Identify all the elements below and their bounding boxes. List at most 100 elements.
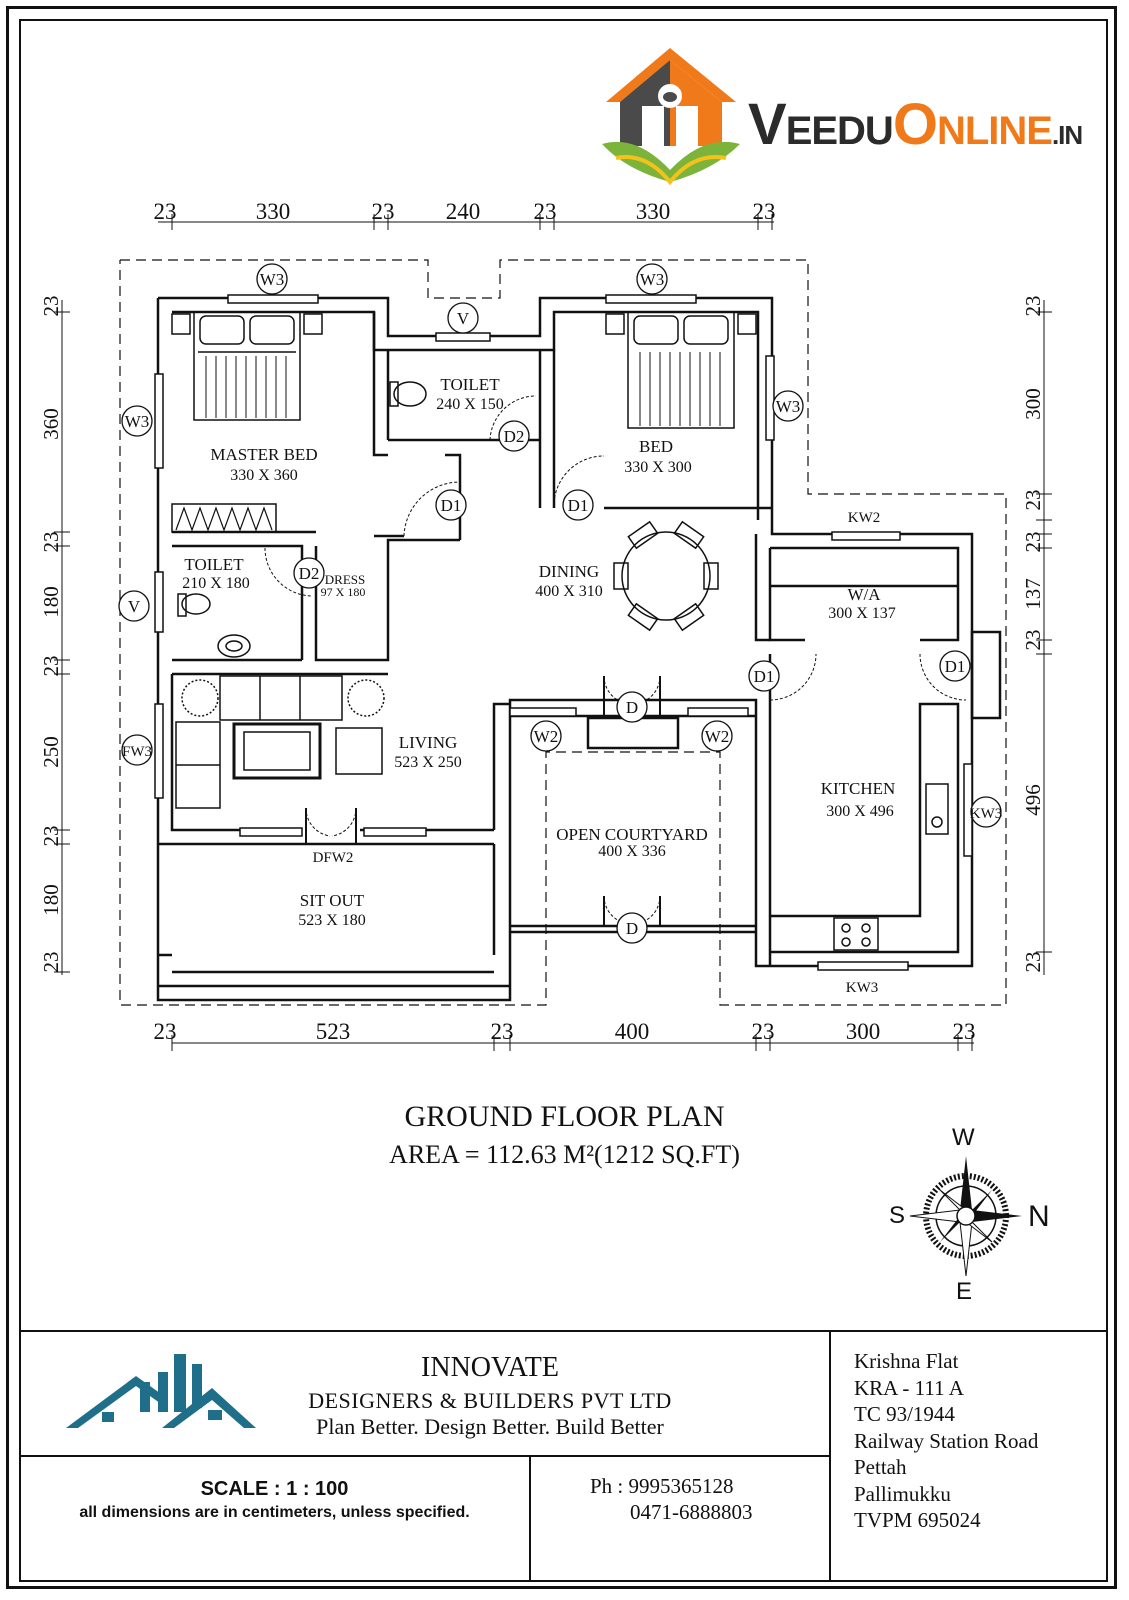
room-name: TOILET [440,375,500,394]
room-name: KITCHEN [821,779,896,798]
compass-east: E [956,1278,973,1305]
opening-tag-d-court-top: D [626,698,638,717]
dimension-top: 330 [256,199,291,224]
dimension-right: 23 [1021,490,1045,511]
veeduonline-house-logo [602,48,740,186]
opening-tag-d1-bed: D1 [568,496,589,515]
room-size: 240 X 150 [436,396,504,413]
address-line: KRA - 111 A [854,1375,964,1400]
dimension-top: 23 [753,199,776,224]
opening-tag-w2-left: W2 [534,727,559,746]
opening-tag-kw3-right: KW3 [970,806,1003,822]
room-size: 523 X 180 [298,912,366,929]
dimension-bottom: 23 [752,1019,775,1044]
address-line: Railway Station Road [854,1428,1039,1453]
room-size: 523 X 250 [394,754,462,771]
dining-table-icon [621,531,711,621]
opening-tag-w3-top-left: W3 [260,270,285,289]
compass-north: N [1028,1200,1050,1233]
toilet-wc-icon [393,381,427,407]
titleblock-mid-border [19,1455,831,1457]
sheet-inner-border [19,19,1108,1582]
room-size: 300 X 137 [828,605,896,622]
dimension-left: 360 [39,408,63,440]
dimension-top: 330 [636,199,671,224]
dimension-bottom: 300 [846,1019,881,1044]
opening-tag-circle [701,720,733,752]
brand-part4: NLINE [936,109,1053,153]
opening-tag-circle [256,263,288,295]
brand-part2: EEDU [785,109,894,153]
dimension-left: 23 [39,826,63,847]
plan-area: AREA = 112.63 M²(1212 SQ.FT) [389,1140,740,1169]
opening-tag-d2-toilet: D2 [504,427,525,446]
titleblock-address-divider [829,1330,831,1582]
opening-tag-circle [748,660,780,692]
dimension-lines [54,214,1052,1051]
toilet-wc-icon-2 [181,593,211,615]
address-line: TVPM 695024 [854,1508,981,1532]
opening-tag-circle [970,796,1002,828]
room-size: 330 X 300 [624,459,692,476]
dimension-bottom: 400 [615,1019,650,1044]
address-line: Krishna Flat [854,1349,959,1373]
room-size: 400 X 336 [598,843,666,860]
opening-tag-circle [435,489,467,521]
dimension-left: 23 [39,532,63,553]
dimension-bottom: 23 [491,1019,514,1044]
address-line: Pallimukku [854,1481,951,1506]
titleblock-top-border [19,1330,1108,1332]
dimension-left: 250 [39,736,63,768]
opening-tag-circle [121,405,153,437]
wardrobe-icon [171,503,277,533]
address-block: Krishna Flat KRA - 111 A TC 93/1944 Rail… [854,1348,1038,1534]
phone-secondary: 0471-6888803 [630,1500,753,1524]
address-line: Pettah [854,1455,907,1479]
opening-tag-circle [772,390,804,422]
opening-tag-circle [447,302,479,334]
opening-tag-d2-dress: D2 [299,564,320,583]
room-name: DINING [539,562,599,581]
dimension-right: 300 [1021,388,1045,420]
opening-tag-w3-top-right: W3 [640,270,665,289]
dimension-right: 23 [1021,296,1045,317]
room-name: W/A [847,585,881,604]
room-name: DRESS [325,572,365,587]
armchair-icon [335,727,383,775]
dimension-top: 23 [534,199,557,224]
titleblock-phone-divider [529,1455,531,1582]
opening-tag-d1-kitchen: D1 [945,657,966,676]
opening-tag-w2-right: W2 [705,727,730,746]
room-name: TOILET [184,555,244,574]
opening-tag-v-top: V [457,309,470,328]
room-name: MASTER BED [210,445,317,464]
brand-part3: O [892,92,938,157]
brand-part5: .IN [1051,120,1083,150]
floor-plan-drawing: W3W3VW3W3D2D1D1KW2D2VD1D1DW2W2FW3KW3DFW2… [39,199,1052,1051]
dimension-right: 137 [1021,578,1045,610]
plant-icon [181,679,219,717]
sheet-outer-border [6,6,1117,1589]
opening-tag-circle [293,557,325,589]
room-size: 300 X 496 [826,803,894,820]
opening-tag-fw3: FW3 [122,744,152,760]
door-jambs [305,676,661,926]
dimension-bottom: 23 [953,1019,976,1044]
opening-tag-circle [498,420,530,452]
opening-tag-circle [121,734,153,766]
room-size: 97 X 180 [321,585,366,599]
dimensions-note: all dimensions are in centimeters, unles… [79,1504,470,1521]
bed-icon [627,311,735,429]
compass-rose-icon [909,1156,1022,1277]
plant-icon-2 [347,679,385,717]
room-size: 330 X 360 [230,467,298,484]
stove-icon [833,917,879,951]
opening-tag-v-left: V [128,597,141,616]
room-name: BED [639,437,673,456]
scale-label: SCALE : 1 : 100 [200,1478,349,1500]
company-tagline: Plan Better. Design Better. Build Better [316,1414,664,1439]
dimension-right: 23 [1021,532,1045,553]
